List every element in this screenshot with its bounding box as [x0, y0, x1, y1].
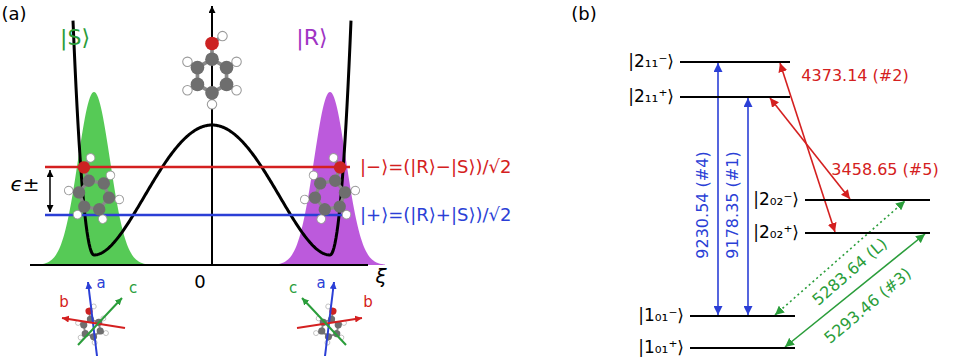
splitting-arrow [49, 170, 51, 212]
level-label: |2₁₁⁺⟩ [628, 85, 680, 107]
transition-arrow [717, 63, 719, 315]
axis-label: c [289, 280, 297, 297]
axis-a [325, 282, 334, 356]
energy-level: |2₁₁⁻⟩ [680, 61, 790, 63]
level-label: |1₀₁⁻⟩ [638, 304, 690, 326]
carbon-atom [312, 175, 328, 191]
level-label: |1₀₁⁺⟩ [638, 336, 690, 358]
carbon-atom [205, 52, 219, 66]
carbon-atom [220, 61, 234, 75]
level-label: |2₀₂⁺⟩ [753, 221, 805, 243]
wavefunction-r [275, 92, 385, 265]
carbon-atom [220, 78, 234, 92]
coordinate-label: ξ [375, 265, 386, 288]
carbon-atom [91, 201, 107, 217]
hydrogen-atom [85, 152, 96, 163]
state-formula: |+⟩=(|R⟩+|S⟩)/√2 [360, 205, 511, 226]
axis-c [302, 298, 346, 345]
energy-level: |2₀₂⁺⟩ [805, 232, 930, 234]
molecule [55, 148, 129, 232]
hydrogen-atom [207, 100, 216, 109]
energy-level: |1₀₁⁻⟩ [690, 315, 795, 317]
molecule [295, 148, 369, 232]
carbon-atom [332, 199, 348, 215]
transition-arrow [747, 98, 749, 315]
energy-level: |2₀₂⁻⟩ [805, 199, 930, 201]
axis-label: a [316, 275, 325, 292]
carbon-atom [191, 61, 205, 75]
level-label: |2₁₁⁻⟩ [628, 50, 680, 72]
carbon-atom [317, 201, 333, 217]
oxygen-atom [332, 159, 348, 175]
hydrogen-atom [232, 85, 241, 94]
axis-label: b [363, 294, 373, 311]
oxygen-atom [76, 159, 92, 175]
transition-frequency: 9230.54 (#4) [694, 151, 712, 258]
hydrogen-atom [63, 185, 74, 196]
hydrogen-atom [114, 194, 125, 205]
hydrogen-atom [218, 31, 227, 40]
carbon-atom [191, 78, 205, 92]
axis-a [88, 282, 97, 356]
axis-b [62, 318, 125, 328]
hydrogen-atom [183, 85, 192, 94]
level-plus [45, 214, 350, 217]
state-label: |S⟩ [60, 25, 90, 50]
level-minus [45, 166, 350, 169]
hydrogen-atom [183, 57, 192, 66]
origin-label: 0 [194, 272, 205, 293]
transition-frequency: 4373.14 (#2) [801, 67, 908, 85]
carbon-atom [76, 199, 92, 215]
axis-label: c [129, 280, 137, 297]
xi-axis [30, 264, 368, 266]
hydrogen-atom [299, 194, 310, 205]
state-label: |R⟩ [296, 25, 327, 50]
carbon-atom [337, 184, 353, 200]
energy-level: |1₀₁⁺⟩ [690, 347, 795, 349]
oxygen-atom [205, 37, 219, 51]
hydrogen-atom [350, 185, 361, 196]
level-label: |2₀₂⁻⟩ [753, 188, 805, 210]
state-formula: |−⟩=(|R⟩−|S⟩)/√2 [360, 157, 511, 178]
panel-label: (a) [1, 4, 26, 25]
panel-label: (b) [571, 4, 596, 25]
carbon-atom [327, 173, 343, 189]
hydrogen-atom [313, 330, 319, 336]
carbon-atom [101, 190, 117, 206]
transition-frequency: 9178.35 (#1) [724, 151, 742, 258]
hydrogen-atom [103, 330, 109, 336]
axis-label: b [59, 294, 69, 311]
carbon-atom [307, 190, 323, 206]
carbon-atom [71, 184, 87, 200]
axis-label: a [96, 275, 105, 292]
carbon-atom [96, 175, 112, 191]
carbon-atom [81, 173, 97, 189]
energy-level: |2₁₁⁺⟩ [680, 96, 790, 98]
transition-arrow [785, 234, 925, 347]
splitting-label: ϵ± [10, 173, 39, 196]
carbon-atom [96, 327, 104, 335]
transition-frequency: 3458.65 (#5) [831, 161, 938, 179]
hydrogen-atom [232, 57, 241, 66]
transition-arrow [770, 98, 850, 199]
axis-c [78, 298, 122, 345]
hydrogen-atom [328, 152, 339, 163]
carbon-atom [205, 86, 219, 100]
carbon-atom [318, 327, 326, 335]
wavefunction-s [39, 92, 149, 265]
molecule [183, 31, 242, 109]
